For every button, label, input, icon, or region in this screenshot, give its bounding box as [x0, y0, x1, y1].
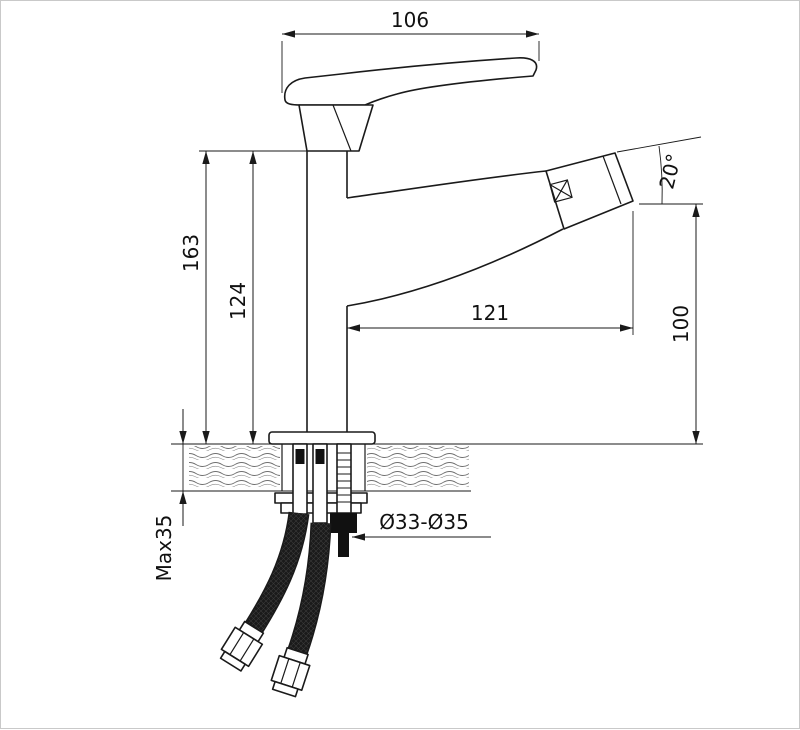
dim-label-121: 121: [471, 301, 509, 325]
hose-left-braid: [245, 511, 308, 634]
dimension-124: 124: [226, 151, 257, 444]
stud-threads: [337, 452, 351, 503]
supply-hoses: [219, 511, 332, 698]
hose-left-nut: [219, 620, 265, 672]
counter-slab-right: [367, 446, 469, 489]
cartridge-cover: [298, 104, 374, 152]
mounting-hardware: [274, 443, 368, 557]
counter-section: [171, 443, 703, 492]
dimension-hole-diameter: Ø33-Ø35: [352, 510, 491, 541]
hose-right-nut: [270, 646, 311, 698]
hose-nipple-right: [315, 449, 325, 464]
dimension-max35: Max35: [152, 409, 187, 582]
lever-handle: [283, 57, 538, 106]
aerator-valve-symbol: [549, 179, 573, 203]
dim-label-angle: 20°: [654, 151, 686, 191]
dim-label-100: 100: [669, 305, 693, 343]
hose-nipple-left: [295, 449, 305, 464]
aerator-face-line: [602, 155, 622, 205]
aerator-head: [545, 152, 634, 230]
dimension-106: 106: [281, 8, 540, 93]
counter-slab-left: [189, 446, 280, 489]
dim-label-163: 163: [179, 234, 203, 272]
dim-label-124: 124: [226, 282, 250, 320]
stud-end: [338, 533, 349, 557]
hose-right-braid: [288, 522, 330, 656]
base-escutcheon: [268, 431, 376, 445]
dim-label-max35: Max35: [152, 515, 176, 582]
dimension-100: 100: [639, 203, 703, 444]
dim-label-106: 106: [391, 8, 429, 32]
cover-detail-line: [332, 104, 352, 152]
spout-bottom-curve: [346, 228, 564, 307]
stud-nut: [330, 513, 357, 533]
dimension-121: 121: [347, 211, 634, 335]
dimension-163: 163: [179, 150, 307, 444]
spout-top-curve: [346, 170, 547, 199]
dim-label-hole: Ø33-Ø35: [379, 510, 469, 534]
threaded-stud: [336, 443, 352, 514]
faucet-body-group: [268, 57, 634, 445]
